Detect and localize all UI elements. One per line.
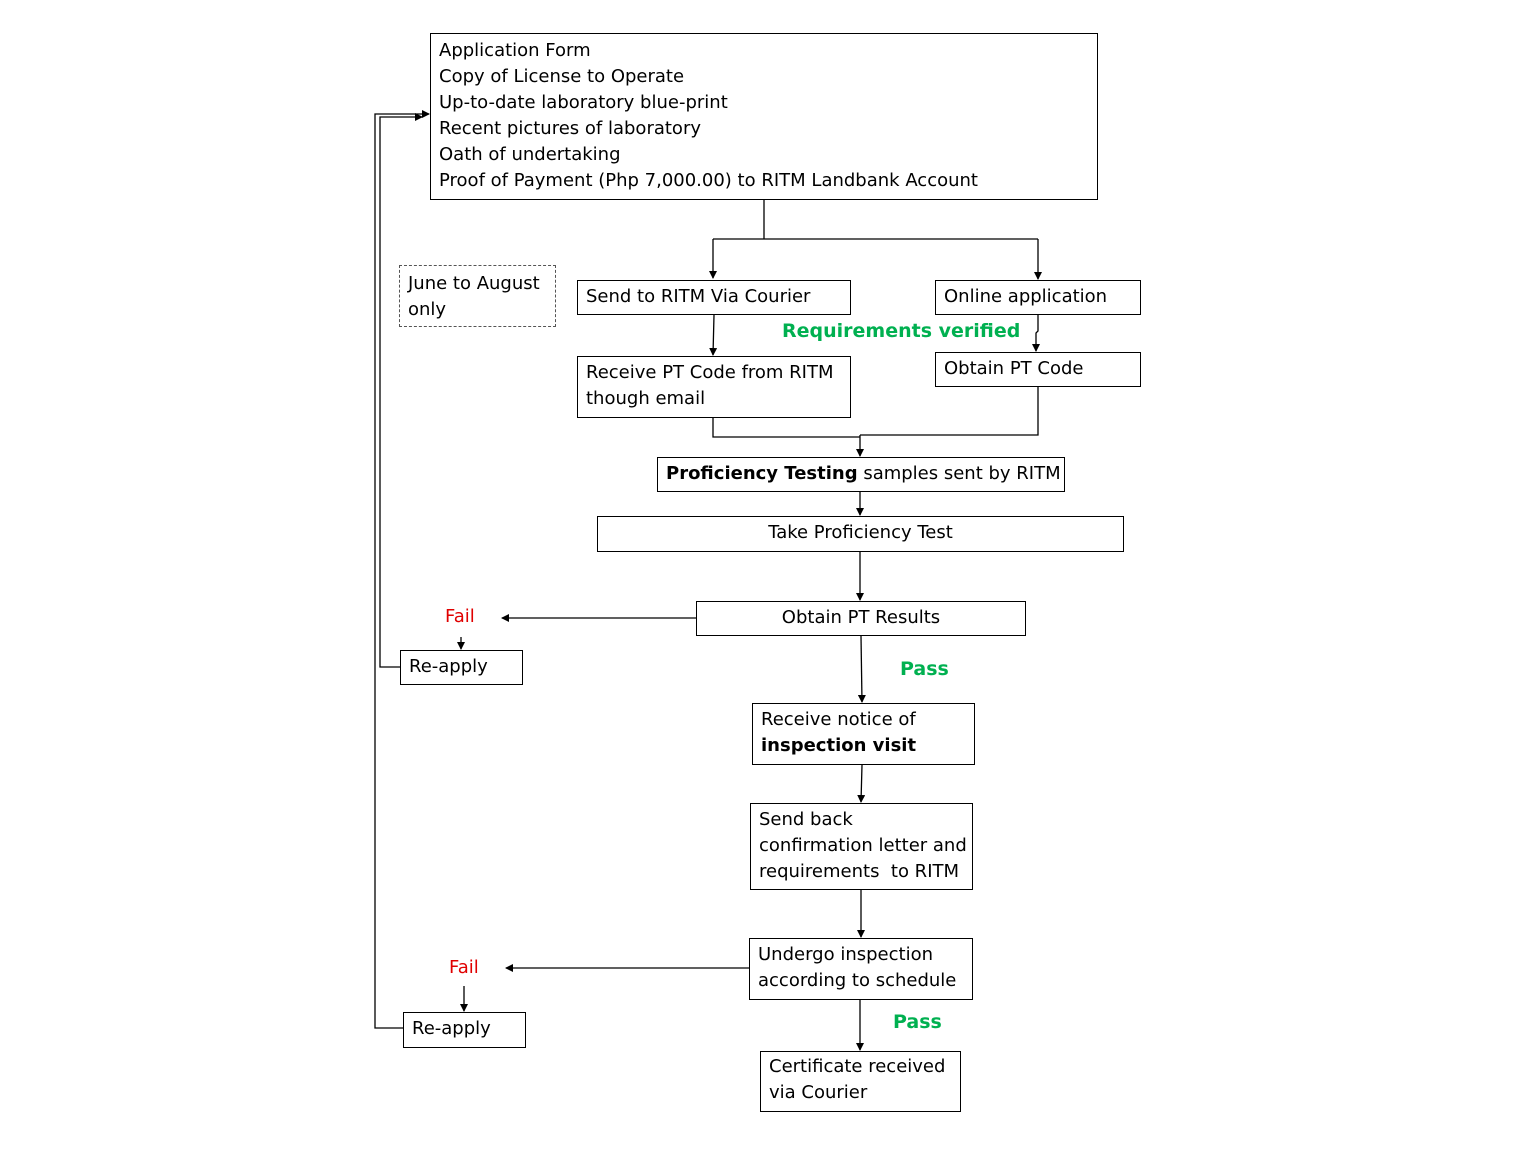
take-test-box: Take Proficiency Test <box>597 516 1124 552</box>
inspection-box: Undergo inspection according to schedule <box>749 938 973 1000</box>
inspection-notice-line-2: inspection visit <box>761 735 917 756</box>
pt-results-box: Obtain PT Results <box>696 601 1026 636</box>
loop-reapply-1 <box>379 113 423 668</box>
pass-label-1: Pass <box>900 658 949 680</box>
schedule-note-line-2: only <box>408 299 447 320</box>
requirement-license-copy: Copy of License to Operate <box>439 66 685 87</box>
take-test-label: Take Proficiency Test <box>768 522 953 543</box>
certificate-line-2: via Courier <box>769 1082 868 1103</box>
send-back-line-2: confirmation letter and <box>759 835 967 856</box>
arrow-notice-sendback <box>857 764 866 803</box>
send-back-line-3: requirements to RITM <box>759 861 960 882</box>
requirement-payment: Proof of Payment (Php 7,000.00) to RITM … <box>439 170 978 191</box>
online-application-box: Online application <box>935 280 1141 315</box>
arrow-results-notice <box>857 635 866 703</box>
pt-samples-rest: samples sent by RITM <box>857 463 1061 484</box>
inspection-notice-line-1: Receive notice of <box>761 709 916 730</box>
fail-label-2: Fail <box>449 957 479 978</box>
fail-label-1: Fail <box>445 606 475 627</box>
requirement-pictures: Recent pictures of laboratory <box>439 118 701 139</box>
send-back-box: Send back confirmation letter and requir… <box>750 803 973 890</box>
schedule-note-line-1: June to August <box>408 273 540 294</box>
requirements-verified-label: Requirements verified <box>782 320 1021 342</box>
inspection-line-2: according to schedule <box>758 970 957 991</box>
pt-samples-bold: Proficiency Testing <box>666 463 858 484</box>
certificate-box: Certificate received via Courier <box>760 1051 961 1112</box>
arrow-courier-receive <box>709 314 718 356</box>
arrow-online-obtain <box>1032 315 1040 352</box>
pt-samples-box: Proficiency Testing samples sent by RITM <box>657 457 1065 492</box>
connector-merge <box>712 387 1039 438</box>
inspection-notice-box: Receive notice of inspection visit <box>752 703 975 765</box>
receive-pt-code-box: Receive PT Code from RITM though email <box>577 356 851 418</box>
loop-reapply-2 <box>374 110 430 1029</box>
send-via-courier-box: Send to RITM Via Courier <box>577 280 851 315</box>
requirements-box: Application Form Copy of License to Oper… <box>430 33 1098 200</box>
requirement-blueprint: Up-to-date laboratory blue-print <box>439 92 728 113</box>
pass-label-2: Pass <box>893 1011 942 1033</box>
online-application-label: Online application <box>944 286 1108 307</box>
requirement-oath: Oath of undertaking <box>439 144 621 165</box>
inspection-line-1: Undergo inspection <box>758 944 933 965</box>
obtain-pt-code-label: Obtain PT Code <box>944 358 1084 379</box>
requirement-application-form: Application Form <box>439 40 591 61</box>
certificate-line-1: Certificate received <box>769 1056 946 1077</box>
reapply-box-1: Re-apply <box>400 650 523 685</box>
reapply-label-2: Re-apply <box>412 1018 491 1039</box>
send-back-line-1: Send back <box>759 809 853 830</box>
connector-application-split <box>713 199 1038 240</box>
send-via-courier-label: Send to RITM Via Courier <box>586 286 811 307</box>
obtain-pt-code-box: Obtain PT Code <box>935 352 1141 387</box>
receive-pt-code-line-2: though email <box>586 388 706 409</box>
receive-pt-code-line-1: Receive PT Code from RITM <box>586 362 834 383</box>
schedule-note: June to August only <box>399 265 556 327</box>
pt-results-label: Obtain PT Results <box>781 607 941 628</box>
reapply-label-1: Re-apply <box>409 656 488 677</box>
reapply-box-2: Re-apply <box>403 1012 526 1048</box>
